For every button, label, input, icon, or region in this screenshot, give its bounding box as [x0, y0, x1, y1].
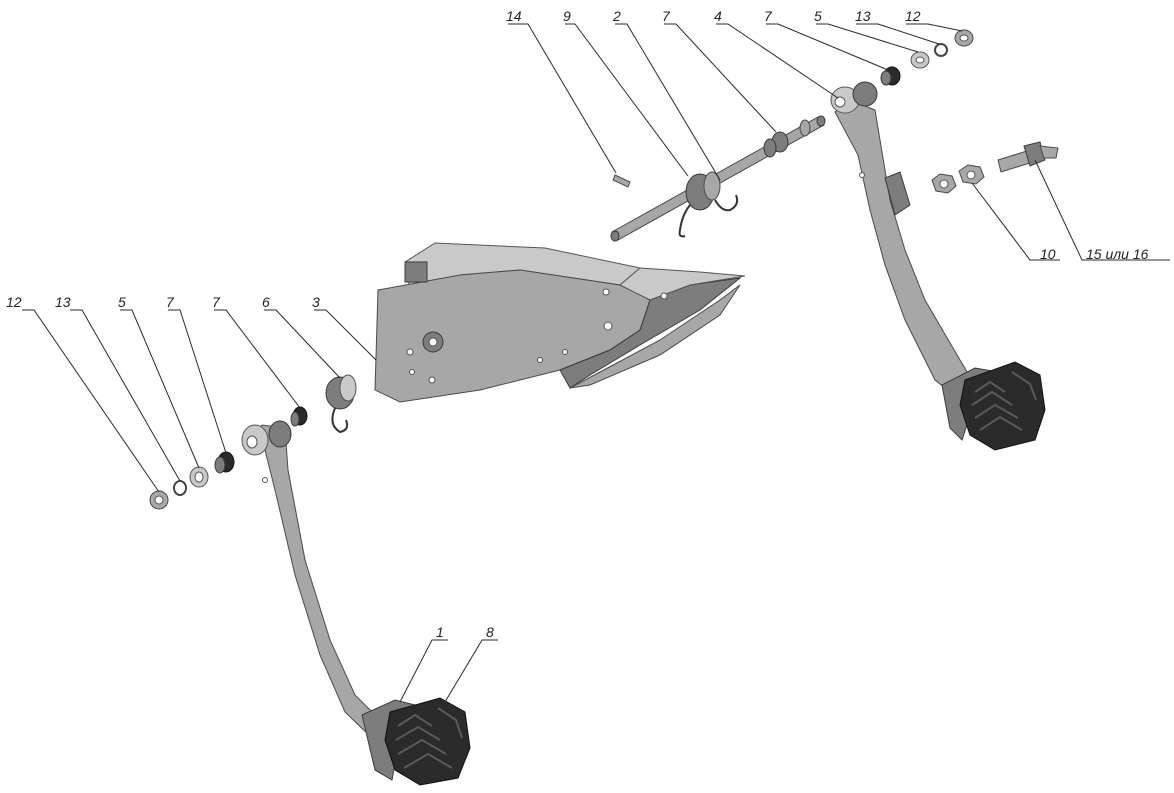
washer-5-top — [910, 51, 930, 69]
callout-left-13: 13 — [55, 294, 71, 310]
lock-ring-13-left — [173, 480, 187, 496]
callout-left-12: 12 — [6, 294, 22, 310]
bushing-7-left-b — [290, 406, 308, 427]
right-pedal-pad — [959, 361, 1046, 451]
washer-5-left — [189, 466, 209, 488]
switch-15-16 — [997, 141, 1059, 173]
nut-10-a — [931, 173, 957, 194]
callout-top-2: 2 — [612, 8, 621, 24]
callout-top-7b: 7 — [764, 8, 773, 24]
callout-top-14: 14 — [506, 8, 522, 24]
callout-left-7a: 7 — [166, 294, 175, 310]
left-pedal-pad — [384, 697, 471, 786]
callout-top-12: 12 — [905, 8, 921, 24]
callout-left-3: 3 — [312, 294, 320, 310]
callout-top-13: 13 — [855, 8, 871, 24]
callout-top-4: 4 — [714, 8, 722, 24]
callout-bottom-1: 1 — [436, 624, 444, 640]
lock-ring-13-top — [934, 43, 948, 57]
callout-left-6: 6 — [262, 294, 270, 310]
spring-6 — [325, 374, 357, 434]
callout-right-15-16: 15 или 16 — [1086, 246, 1149, 262]
pedal-bracket — [374, 242, 746, 403]
nut-12-left — [149, 490, 169, 510]
callout-labels: 12 13 5 7 7 6 3 14 9 2 7 4 7 5 13 12 10 … — [6, 8, 1149, 640]
bushing-7-top — [880, 66, 901, 86]
callout-leaders — [22, 23, 1170, 703]
callout-bottom-8: 8 — [486, 624, 494, 640]
callout-right-10: 10 — [1040, 246, 1056, 262]
nut-10-b — [958, 164, 985, 185]
callout-left-5: 5 — [118, 294, 126, 310]
callout-top-7a: 7 — [662, 8, 671, 24]
callout-top-5: 5 — [814, 8, 822, 24]
pin-14 — [612, 174, 631, 188]
nut-12-top — [954, 29, 974, 47]
callout-top-9: 9 — [563, 8, 571, 24]
return-spring — [678, 171, 739, 238]
bushing-7-left-a — [214, 451, 235, 474]
callout-left-7b: 7 — [212, 294, 221, 310]
